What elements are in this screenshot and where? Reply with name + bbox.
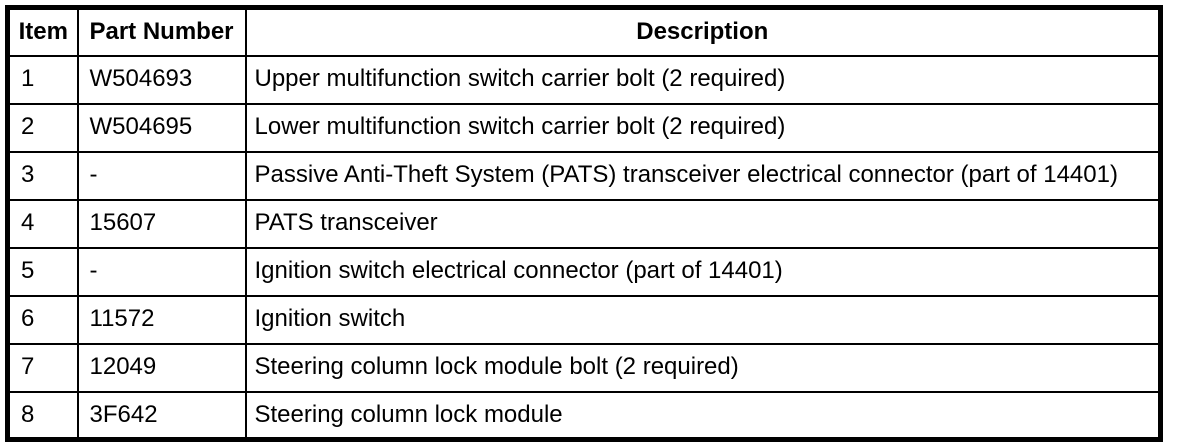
table-row: 1 W504693 Upper multifunction switch car… xyxy=(6,54,1162,105)
cell-part-number: W504695 xyxy=(76,102,247,153)
cell-description: Steering column lock module bolt (2 requ… xyxy=(244,342,1162,393)
cell-part-number: 3F642 xyxy=(76,390,247,441)
cell-item: 3 xyxy=(6,150,79,201)
table-row: 3 - Passive Anti-Theft System (PATS) tra… xyxy=(6,150,1162,201)
cell-item: 5 xyxy=(6,246,79,297)
cell-item: 8 xyxy=(6,390,79,441)
table-header: Item Part Number Description xyxy=(6,6,1162,57)
cell-description: Steering column lock module xyxy=(244,390,1162,441)
cell-description: Ignition switch xyxy=(244,294,1162,345)
cell-part-number: - xyxy=(76,246,247,297)
table-row: 4 15607 PATS transceiver xyxy=(6,198,1162,249)
column-header-item: Item xyxy=(6,6,79,57)
cell-part-number: 15607 xyxy=(76,198,247,249)
column-header-part-number: Part Number xyxy=(76,6,247,57)
cell-item: 2 xyxy=(6,102,79,153)
cell-description: Passive Anti-Theft System (PATS) transce… xyxy=(244,150,1162,201)
table-row: 5 - Ignition switch electrical connector… xyxy=(6,246,1162,297)
table-body: 1 W504693 Upper multifunction switch car… xyxy=(6,54,1162,441)
table-row: 2 W504695 Lower multifunction switch car… xyxy=(6,102,1162,153)
table-row: 7 12049 Steering column lock module bolt… xyxy=(6,342,1162,393)
cell-item: 6 xyxy=(6,294,79,345)
cell-item: 1 xyxy=(6,54,79,105)
cell-item: 7 xyxy=(6,342,79,393)
cell-part-number: - xyxy=(76,150,247,201)
cell-description: PATS transceiver xyxy=(244,198,1162,249)
table-header-row: Item Part Number Description xyxy=(6,6,1162,57)
cell-description: Ignition switch electrical connector (pa… xyxy=(244,246,1162,297)
parts-legend-table: Item Part Number Description 1 W504693 U… xyxy=(5,5,1163,442)
cell-part-number: 12049 xyxy=(76,342,247,393)
cell-item: 4 xyxy=(6,198,79,249)
cell-description: Lower multifunction switch carrier bolt … xyxy=(244,102,1162,153)
parts-table-container: Item Part Number Description 1 W504693 U… xyxy=(5,5,1163,442)
cell-part-number: 11572 xyxy=(76,294,247,345)
cell-description: Upper multifunction switch carrier bolt … xyxy=(244,54,1162,105)
column-header-description: Description xyxy=(244,6,1162,57)
table-row: 8 3F642 Steering column lock module xyxy=(6,390,1162,441)
table-row: 6 11572 Ignition switch xyxy=(6,294,1162,345)
cell-part-number: W504693 xyxy=(76,54,247,105)
